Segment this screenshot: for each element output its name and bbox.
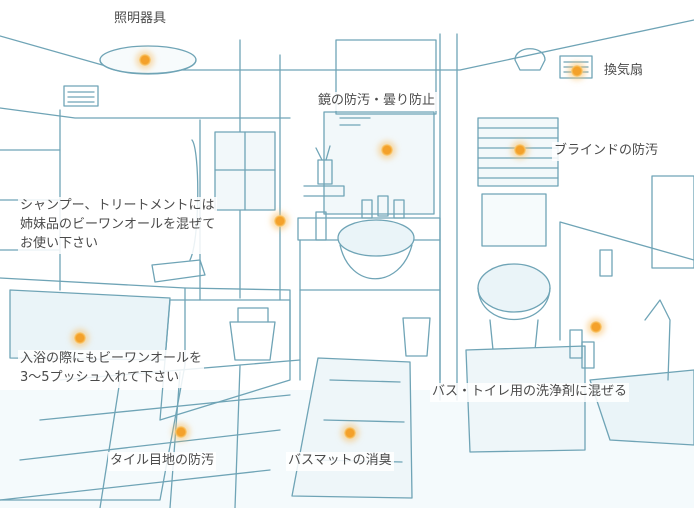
label-bath-mat: バスマットの消臭 [286,452,394,471]
label-shampoo-line-1: シャンプー、トリートメントには [20,198,215,213]
marker-tile-grout[interactable] [175,426,187,438]
marker-bath-mat[interactable] [344,427,356,439]
label-tile-grout: タイル目地の防汚 [108,452,217,471]
label-bath: 入浴の際にもビーワンオールを 3～5プッシュ入れて下さい [18,350,205,388]
marker-blind[interactable] [514,144,526,156]
marker-exhaust-fan[interactable] [571,65,583,77]
label-shampoo: シャンプー、トリートメントには 姉妹品のビーワンオールを混ぜて お使い下さい [18,197,218,254]
label-exhaust-fan: 換気扇 [602,62,646,81]
label-mirror: 鏡の防汚・曇り防止 [316,92,438,111]
label-toilet-cleaner: バス・トイレ用の洗浄剤に混ぜる [430,383,630,402]
label-blind: ブラインドの防汚 [552,142,661,161]
label-bath-line-1: 入浴の際にもビーワンオールを [20,351,203,366]
marker-bath[interactable] [74,332,86,344]
marker-toilet-cleaner[interactable] [590,321,602,333]
marker-mirror[interactable] [381,144,393,156]
label-ceiling-light: 照明器具 [112,10,169,29]
label-shampoo-line-3: お使い下さい [20,235,99,251]
label-bath-line-2: 3～5プッシュ入れて下さい [20,369,180,385]
marker-shampoo[interactable] [274,215,286,227]
label-shampoo-line-2: 姉妹品のビーワンオールを混ぜて [20,216,216,232]
marker-ceiling-light[interactable] [139,54,151,66]
